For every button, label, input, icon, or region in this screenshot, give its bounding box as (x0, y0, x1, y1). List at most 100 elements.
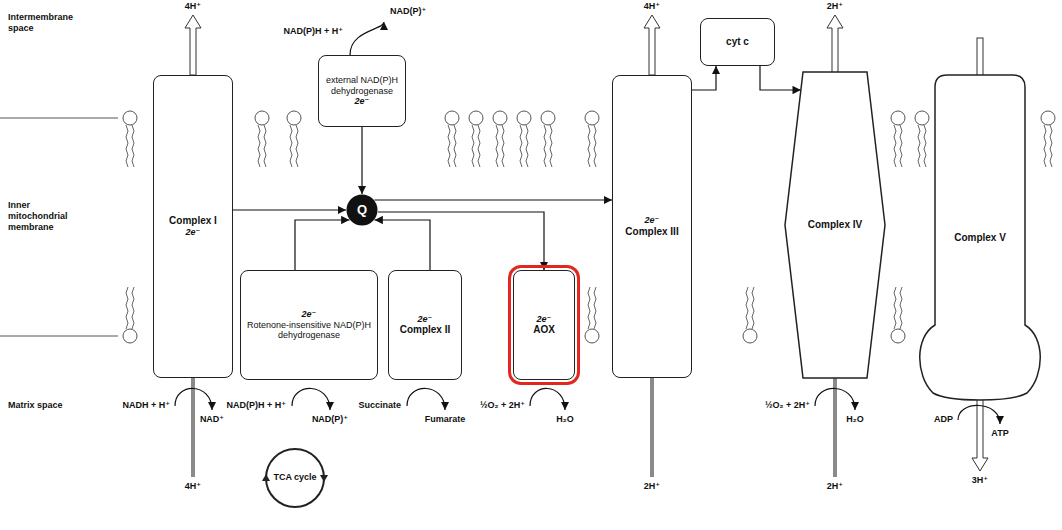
lipid-head (541, 111, 555, 125)
electron-flow-arrow (295, 220, 350, 270)
region-label: Inner mitochondrial membrane (8, 200, 90, 233)
lipid-head (891, 111, 905, 125)
phospholipid (123, 111, 137, 167)
lipid-tail (588, 125, 590, 167)
lipid-tail (264, 125, 266, 167)
proton-stalk (977, 38, 983, 76)
lipid-tail (132, 287, 134, 329)
lipid-tail (746, 287, 748, 329)
lipid-tail (520, 125, 522, 167)
complex-box: 2e⁻Complex III (612, 75, 692, 378)
lipid-tail (454, 125, 456, 167)
atp-synthase: Complex V (915, 75, 1045, 400)
phospholipid (517, 111, 531, 167)
quinone-pool: Q (346, 194, 378, 226)
phospholipid (1041, 111, 1055, 167)
reactant-label: ½O₂ + 2H⁺ (480, 400, 525, 411)
lipid-head (517, 111, 531, 125)
node-text: Complex IV (808, 219, 862, 231)
reactant-label: NAD(P)⁺ (390, 6, 426, 17)
cycle-arrowhead (320, 475, 328, 482)
membrane-line (0, 336, 118, 337)
reactant-label: H₂O (846, 414, 864, 425)
lipid-head (255, 111, 269, 125)
node-text: 2e⁻ (418, 314, 433, 325)
electron-flow-arrow (361, 127, 362, 194)
reactant-label: 4H⁺ (185, 481, 201, 492)
region-label: Matrix space (8, 400, 90, 411)
aox-box: 2e⁻AOX (513, 270, 575, 380)
reactant-label: 3H⁺ (972, 475, 988, 486)
reactant-label: Succinate (358, 400, 401, 411)
lipid-head (915, 111, 929, 125)
lipid-head (123, 329, 137, 343)
node-text: 2e⁻ (645, 215, 660, 226)
reactant-label: NAD⁺ (200, 414, 224, 425)
lipid-tail (448, 125, 450, 167)
complex-box: Complex IV (785, 72, 885, 378)
node-text: Rotenone-insensitive NAD(P)H dehydrogena… (245, 320, 373, 341)
quinone-circle (347, 195, 378, 226)
phospholipid (541, 111, 555, 167)
lipid-head (585, 111, 599, 125)
enzyme-box: 2e⁻Rotenone-insensitive NAD(P)H dehydrog… (240, 270, 378, 380)
cycle-circle: TCA cycle (265, 448, 325, 508)
phospholipid (585, 111, 599, 167)
reactant-label: 2H⁺ (644, 481, 660, 492)
electron-flow-arrow (374, 199, 612, 200)
complex-box: Complex I2e⁻ (153, 75, 233, 378)
lipid-tail (258, 125, 260, 167)
node-text: 2e⁻ (302, 309, 317, 320)
proton-stalk (191, 378, 195, 477)
lipid-tail (126, 125, 128, 167)
phospholipid (123, 287, 137, 343)
lipid-tail (550, 125, 552, 167)
lipid-tail (894, 125, 896, 167)
node-text: Complex II (400, 324, 451, 336)
lipid-tail (544, 125, 546, 167)
reactant-label: H₂O (556, 414, 574, 425)
lipid-tail (900, 125, 902, 167)
lipid-head (585, 329, 599, 343)
lipid-head (891, 329, 905, 343)
phospholipid (469, 111, 483, 167)
lipid-tail (526, 125, 528, 167)
reactant-label: 2H⁺ (827, 1, 843, 12)
phospholipid (255, 111, 269, 167)
reactant-label: Fumarate (425, 414, 466, 425)
phospholipid (445, 111, 459, 167)
reactant-label: NAD(P)H + H⁺ (226, 400, 286, 411)
node-text: cyt c (726, 36, 749, 48)
reactant-label: NADH + H⁺ (122, 400, 170, 411)
lipid-head (493, 111, 507, 125)
reaction-arrow (407, 388, 445, 410)
lipid-tail (296, 125, 298, 167)
node-text: Complex V (954, 232, 1006, 244)
lipid-tail (918, 125, 920, 167)
node-text: Q (357, 202, 367, 218)
phospholipid (915, 111, 929, 167)
lipid-tail (894, 287, 896, 329)
membrane-line (0, 118, 118, 119)
proton-arrow (972, 399, 988, 471)
electron-flow-arrow (760, 66, 801, 90)
phospholipid (743, 287, 757, 343)
reactant-label: ½O₂ + 2H⁺ (765, 400, 810, 411)
lipid-tail (1044, 125, 1046, 167)
proton-arrow (185, 15, 201, 75)
node-text: 2e⁻ (537, 314, 552, 325)
phospholipid (585, 287, 599, 343)
proton-arrow (827, 15, 843, 73)
lipid-tail (1050, 125, 1052, 167)
lipid-head (287, 111, 301, 125)
reactant-label: 2H⁺ (827, 481, 843, 492)
electron-flow-arrow (233, 209, 346, 210)
reactant-label: 4H⁺ (644, 1, 660, 12)
lipid-tail (478, 125, 480, 167)
lipid-head (743, 329, 757, 343)
phospholipid (891, 111, 905, 167)
reactant-label: ADP (934, 414, 953, 425)
node-text: TCA cycle (273, 473, 316, 483)
node-text: external NAD(P)H dehydrogenase (323, 75, 401, 96)
